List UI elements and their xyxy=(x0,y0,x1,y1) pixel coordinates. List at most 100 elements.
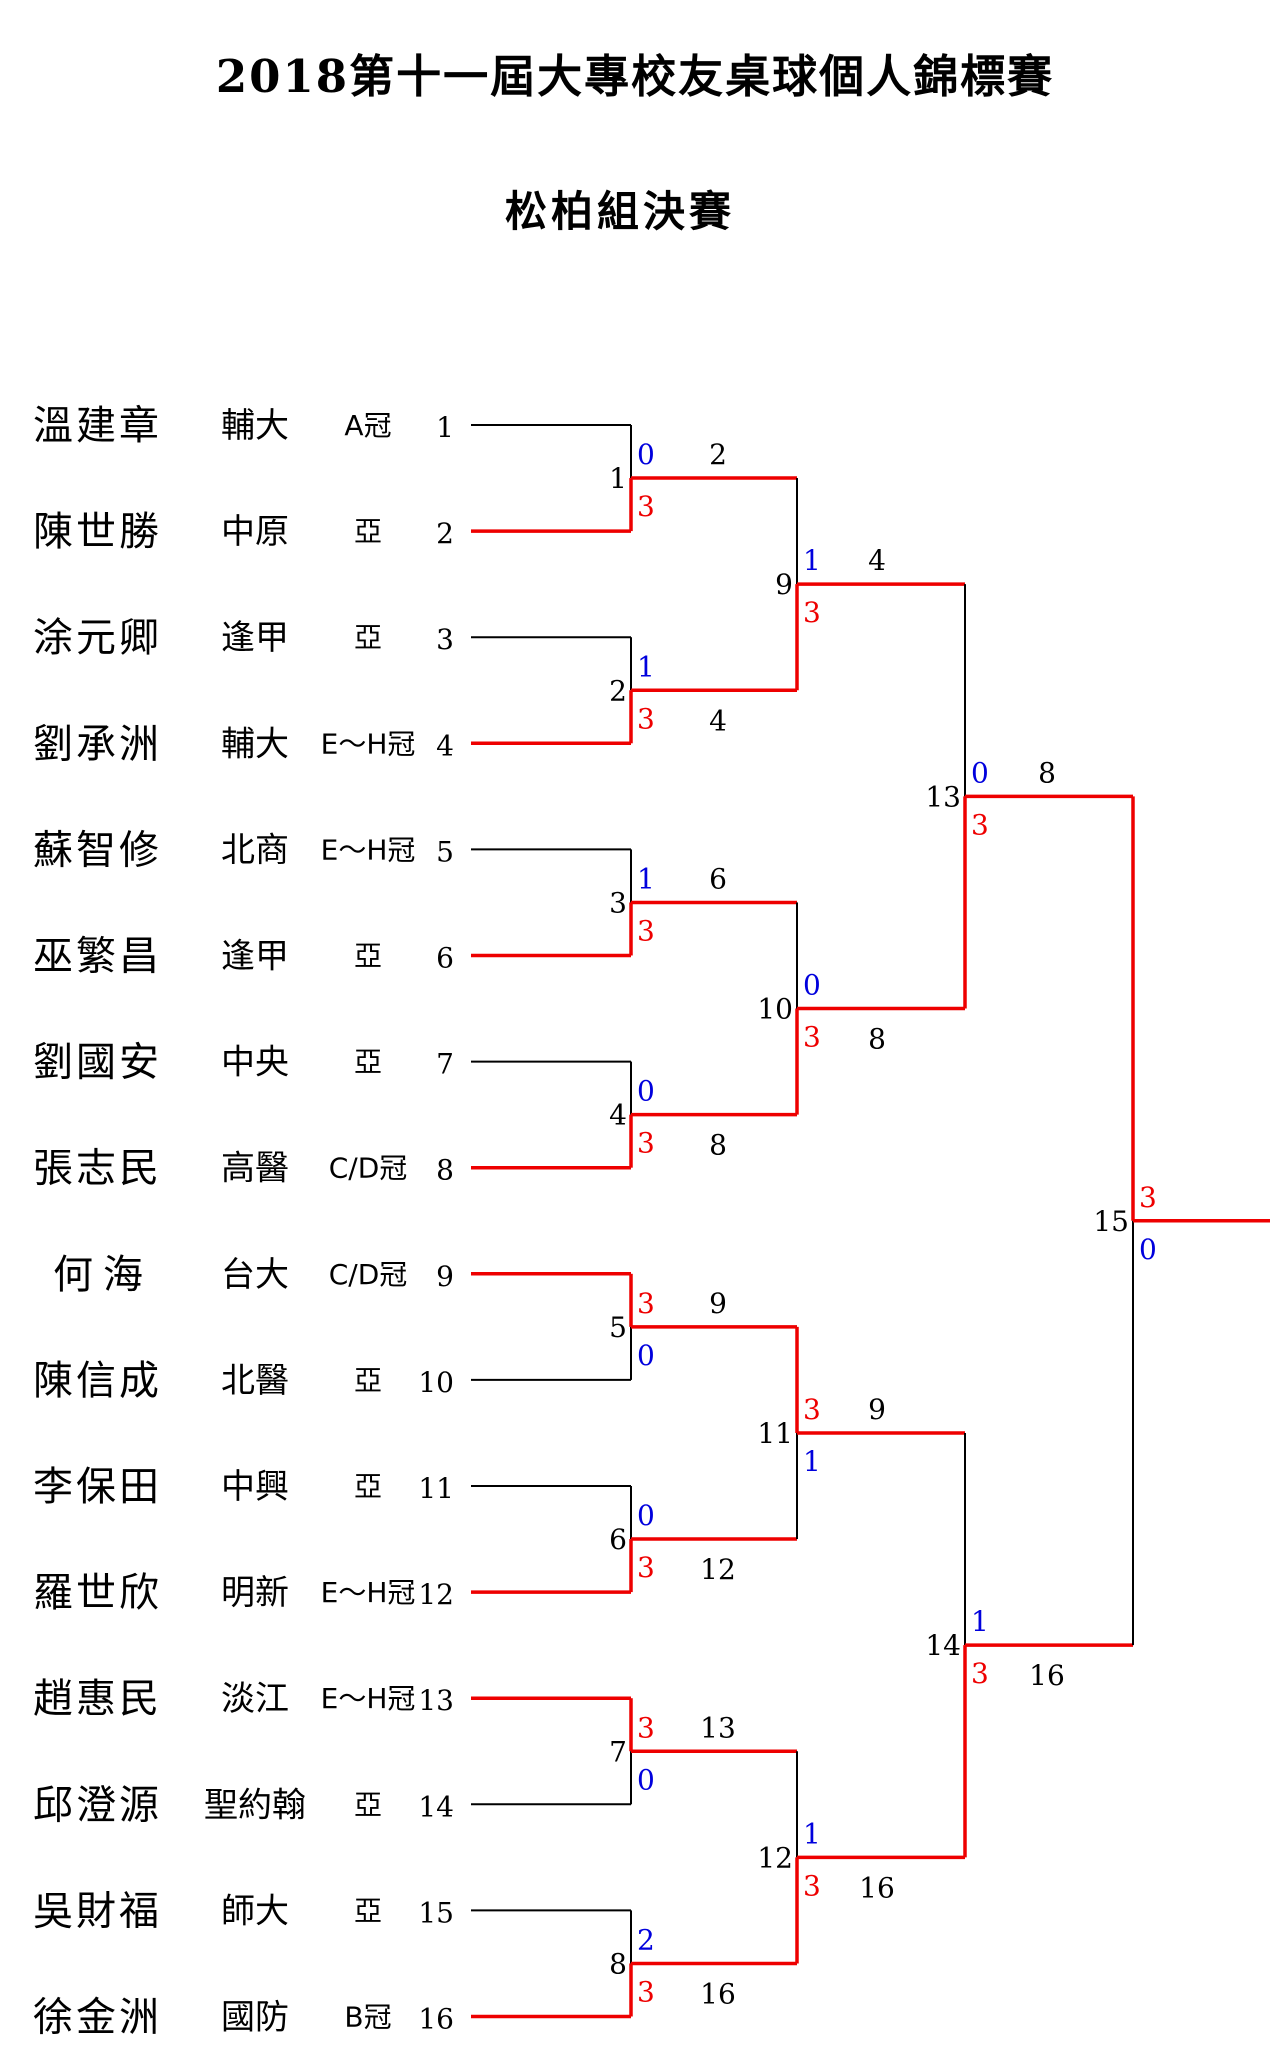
player-seed: 1 xyxy=(436,411,454,444)
player-rank: 亞 xyxy=(354,621,382,654)
match-number: 2 xyxy=(609,674,627,707)
match-number: 11 xyxy=(757,1417,793,1450)
player-name: 何海 xyxy=(53,1252,143,1298)
player-seed: 10 xyxy=(418,1366,454,1399)
score-top: 2 xyxy=(637,1923,655,1956)
advancing-seed: 13 xyxy=(700,1711,736,1744)
player-seed: 2 xyxy=(436,517,454,550)
player-rank: 亞 xyxy=(354,1364,382,1397)
player-seed: 15 xyxy=(418,1896,454,1929)
score-top: 0 xyxy=(803,969,821,1002)
match-number: 6 xyxy=(609,1523,627,1556)
advancing-seed: 6 xyxy=(709,862,727,895)
match-number: 15 xyxy=(1093,1205,1129,1238)
player-seed: 5 xyxy=(436,835,454,868)
match-number: 5 xyxy=(609,1311,627,1344)
player-seed: 7 xyxy=(436,1048,454,1081)
player-name: 巫繁昌 xyxy=(33,934,159,980)
player-name: 李保田 xyxy=(33,1464,159,1510)
score-top: 1 xyxy=(971,1605,989,1638)
score-bottom: 3 xyxy=(803,596,821,629)
player-rank: 亞 xyxy=(354,1894,382,1927)
score-bottom: 3 xyxy=(971,1657,989,1690)
player-rank: 亞 xyxy=(354,1046,382,1079)
advancing-seed: 16 xyxy=(1029,1659,1065,1692)
match-number: 14 xyxy=(925,1629,961,1662)
match-number: 12 xyxy=(757,1841,793,1874)
advancing-seed: 8 xyxy=(1038,756,1056,789)
bracket-subtitle: 松柏組決賽 xyxy=(504,187,735,236)
player-school: 高醫 xyxy=(221,1149,289,1189)
player-school: 中興 xyxy=(221,1467,289,1507)
player-name: 劉國安 xyxy=(33,1040,159,1086)
score-top: 1 xyxy=(637,862,655,895)
player-seed: 11 xyxy=(418,1472,454,1505)
advancing-seed: 2 xyxy=(709,438,727,471)
player-rank: B冠 xyxy=(344,2001,391,2034)
match-number: 10 xyxy=(757,993,793,1026)
advancing-seed: 8 xyxy=(868,1023,886,1056)
player-name: 邱澄源 xyxy=(33,1782,159,1828)
player-school: 北商 xyxy=(221,830,289,870)
player-name: 張志民 xyxy=(33,1146,159,1192)
player-rank: C/D冠 xyxy=(329,1258,408,1291)
player-school: 明新 xyxy=(221,1573,289,1613)
player-school: 師大 xyxy=(221,1891,289,1931)
player-rank: 亞 xyxy=(354,1470,382,1503)
player-school: 輔大 xyxy=(221,724,289,764)
match-number: 3 xyxy=(609,886,627,919)
advancing-seed: 9 xyxy=(709,1287,727,1320)
player-name: 羅世欣 xyxy=(33,1570,159,1616)
match-number: 13 xyxy=(925,780,961,813)
score-bottom: 3 xyxy=(637,1975,655,2008)
player-school: 北醫 xyxy=(221,1361,289,1401)
player-school: 逢甲 xyxy=(221,618,289,658)
player-school: 輔大 xyxy=(221,406,289,446)
player-seed: 6 xyxy=(436,942,454,975)
score-bottom: 3 xyxy=(637,490,655,523)
player-name: 徐金洲 xyxy=(33,1995,159,2041)
player-rank: E～H冠 xyxy=(321,727,416,760)
player-rank: A冠 xyxy=(344,409,391,442)
player-rank: 亞 xyxy=(354,940,382,973)
score-top: 0 xyxy=(971,756,989,789)
match-number: 4 xyxy=(609,1099,627,1132)
advancing-seed: 9 xyxy=(868,1393,886,1426)
player-seed: 3 xyxy=(436,623,454,656)
player-seed: 9 xyxy=(436,1260,454,1293)
score-bottom: 3 xyxy=(637,1551,655,1584)
advancing-seed: 12 xyxy=(700,1553,736,1586)
player-rank: 亞 xyxy=(354,515,382,548)
tournament-title: 2018第十一屆大專校友桌球個人錦標賽 xyxy=(215,50,1055,103)
score-bottom: 0 xyxy=(637,1339,655,1372)
score-bottom: 3 xyxy=(971,808,989,841)
advancing-seed: 4 xyxy=(868,544,886,577)
player-school: 台大 xyxy=(221,1255,289,1295)
player-name: 吳財福 xyxy=(33,1888,159,1934)
score-top: 0 xyxy=(637,1499,655,1532)
player-name: 蘇智修 xyxy=(33,827,159,873)
player-school: 中央 xyxy=(221,1043,289,1083)
score-top: 3 xyxy=(637,1711,655,1744)
player-school: 逢甲 xyxy=(221,937,289,977)
score-top: 3 xyxy=(1139,1181,1157,1214)
match-number: 9 xyxy=(775,568,793,601)
player-school: 聖約翰 xyxy=(204,1785,306,1825)
advancing-seed: 4 xyxy=(709,704,727,737)
match-number: 1 xyxy=(609,462,627,495)
score-top: 0 xyxy=(637,1075,655,1108)
score-bottom: 3 xyxy=(803,1021,821,1054)
score-bottom: 1 xyxy=(803,1445,821,1478)
player-name: 劉承洲 xyxy=(33,721,159,767)
player-name: 涂元卿 xyxy=(33,615,159,661)
player-name: 陳信成 xyxy=(33,1358,159,1404)
score-top: 3 xyxy=(803,1393,821,1426)
score-top: 3 xyxy=(637,1287,655,1320)
player-seed: 14 xyxy=(418,1790,454,1823)
player-seed: 16 xyxy=(418,2003,454,2036)
score-top: 1 xyxy=(637,650,655,683)
score-bottom: 0 xyxy=(637,1763,655,1796)
player-rank: E～H冠 xyxy=(321,833,416,866)
score-bottom: 3 xyxy=(637,914,655,947)
